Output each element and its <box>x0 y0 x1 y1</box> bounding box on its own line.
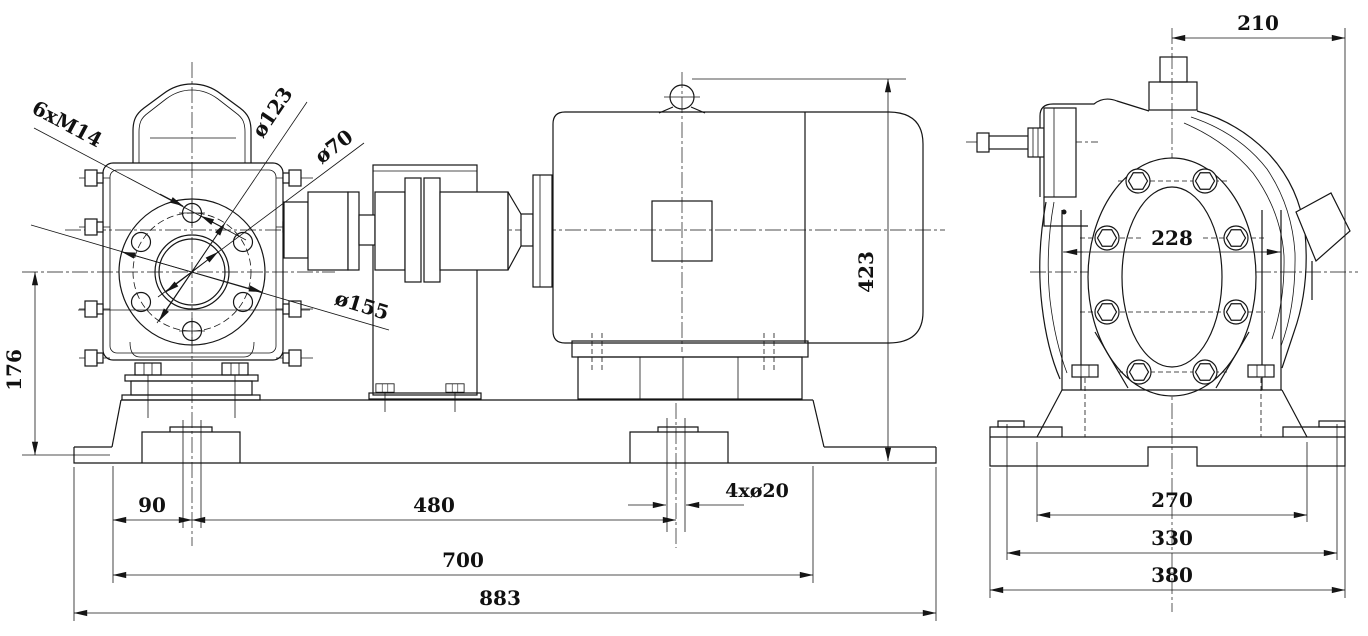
centerlines-side <box>22 62 945 546</box>
dim-edge-to-axis: 90 <box>112 466 193 583</box>
dim-axis-height-label: 176 <box>2 349 26 391</box>
dim-axis-to-foot-hole-label: 480 <box>413 493 455 517</box>
end-view: 210 228 270 330 <box>966 11 1358 612</box>
dim-base-body-length-label: 700 <box>442 548 484 572</box>
dim-bolt-circle-label: ø123 <box>247 83 298 142</box>
dim-overall-height: 423 <box>692 78 906 462</box>
relief-valve-cap <box>1159 56 1188 83</box>
dim-axis-to-base-edge: 210 <box>1171 11 1346 598</box>
dim-foot-pad-span-label: 330 <box>1151 526 1193 550</box>
dim-edge-to-axis-label: 90 <box>138 493 166 517</box>
dim-pedestal-span: 270 <box>1036 442 1308 522</box>
coupling-assembly <box>283 164 553 412</box>
terminal-box <box>651 200 713 262</box>
shaft-end <box>988 135 1031 150</box>
dim-foot-holes-label: 4xø20 <box>725 480 789 502</box>
outlet-port <box>1295 192 1351 263</box>
dim-axis-to-base-edge-label: 210 <box>1237 11 1279 35</box>
dim-casing-width: 228 <box>1063 226 1281 256</box>
dim-casing-width-label: 228 <box>1151 226 1193 250</box>
dim-base-overall-width-label: 380 <box>1151 563 1193 587</box>
dim-base-overall-length: 883 <box>73 467 937 621</box>
pump-side <box>79 83 313 418</box>
dim-pedestal-span-label: 270 <box>1151 488 1193 512</box>
dim-port-bolts-label: 6xM14 <box>28 95 106 152</box>
motor <box>552 84 924 400</box>
dim-base-overall-length-label: 883 <box>479 586 521 610</box>
pump-end-casing <box>966 56 1351 397</box>
dim-foot-pad-span: 330 <box>1006 424 1338 560</box>
base-end <box>989 420 1346 467</box>
dimension-annotations-end: 210 228 270 330 <box>989 11 1346 598</box>
dim-base-overall-width: 380 <box>989 468 1346 598</box>
dim-port-bore-label: ø70 <box>310 124 357 168</box>
side-view: 6xM14 ø123 ø70 ø155 <box>2 62 945 621</box>
dim-axis-to-foot-hole: 480 <box>191 493 677 524</box>
dim-axis-height: 176 <box>2 271 110 456</box>
baseplate <box>73 399 937 548</box>
pedestal-end <box>1036 331 1308 438</box>
dim-port-bolts: 6xM14 <box>28 95 247 241</box>
dim-overall-height-label: 423 <box>854 251 878 293</box>
dim-base-body-length: 700 <box>112 466 814 583</box>
dim-foot-holes: 4xø20 <box>628 480 789 509</box>
relief-valve-body <box>1148 81 1198 111</box>
